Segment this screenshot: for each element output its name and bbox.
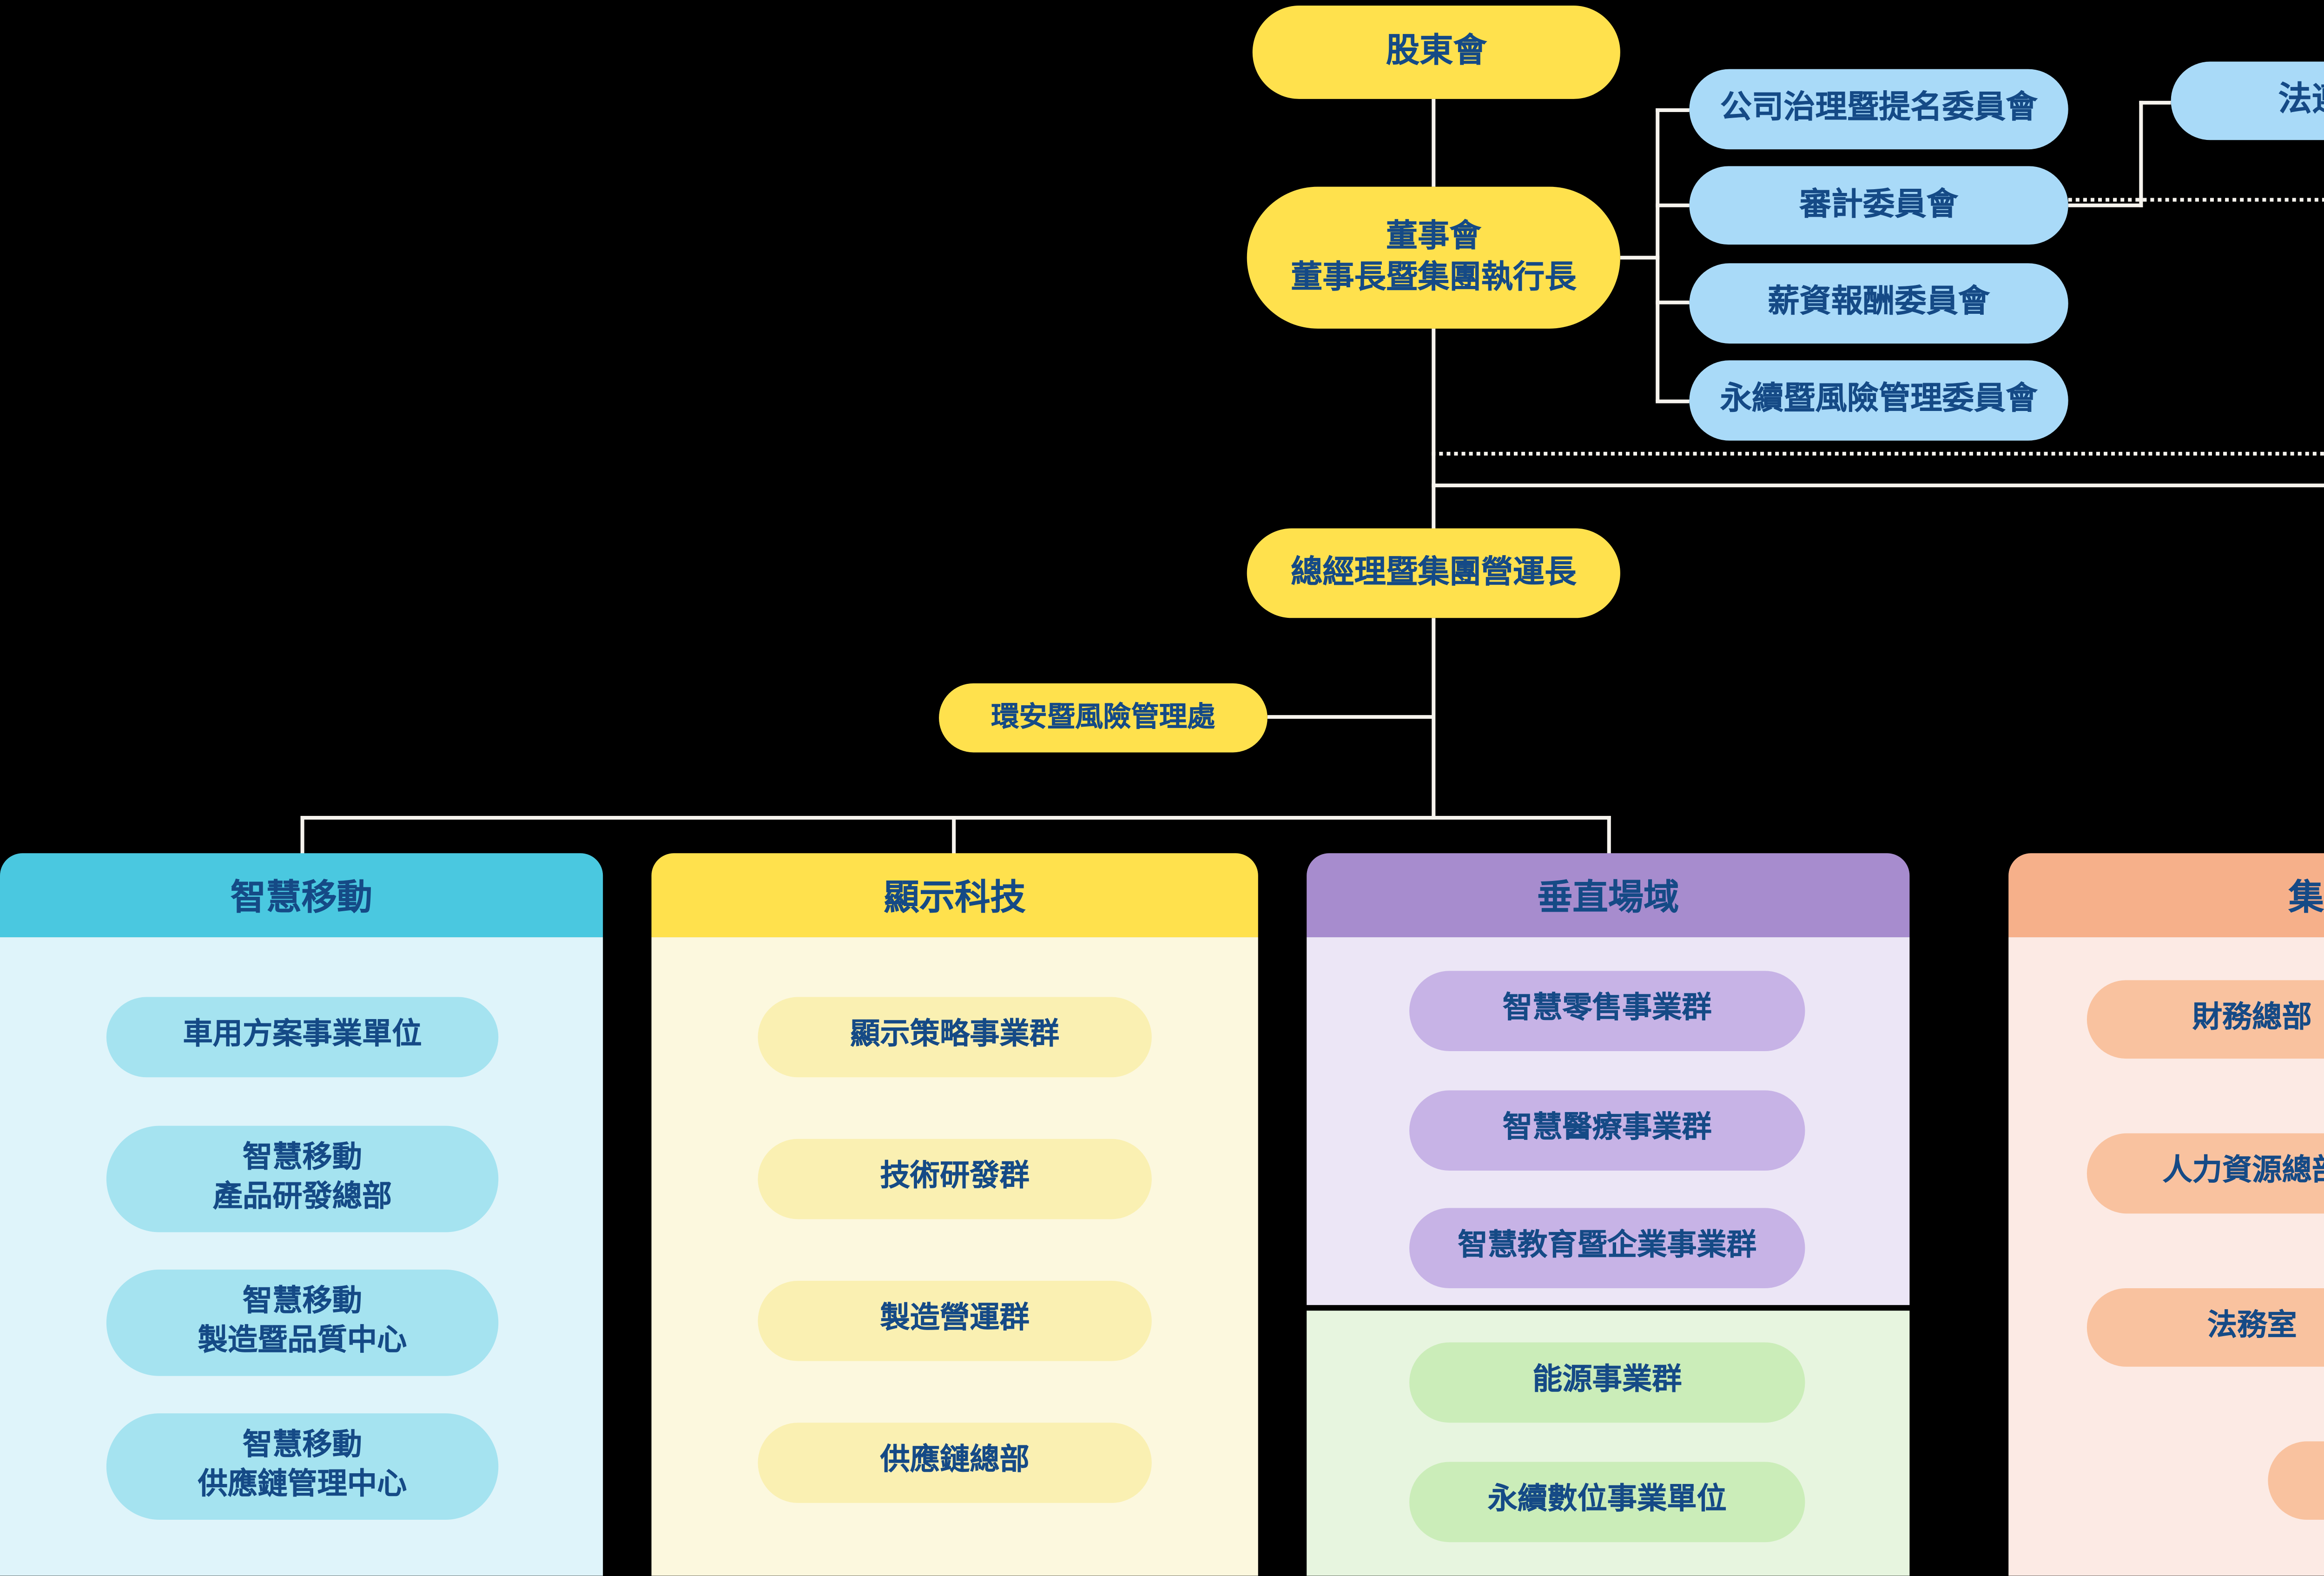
node-finance-hq: 財務總部 xyxy=(2086,980,2324,1059)
connector-board-coo xyxy=(1432,328,1436,529)
connector-audit-compliance-h xyxy=(2068,203,2143,207)
node-president-group-coo: 總經理暨集團營運長 xyxy=(1247,528,1620,618)
node-board-chairman-ceo: 董事會 董事長暨集團執行長 xyxy=(1247,186,1620,329)
connector-audit-compliance-v xyxy=(2139,100,2143,207)
node-smart-education-enterprise-bg: 智慧教育暨企業事業群 xyxy=(1409,1208,1805,1289)
node-sustainable-digital-bu: 永續數位事業單位 xyxy=(1409,1462,1805,1543)
connector-support-branch-h xyxy=(1432,483,2324,488)
connector-shareholders-board xyxy=(1432,99,1436,187)
node-automotive-solutions-bu: 車用方案事業單位 xyxy=(106,997,499,1078)
connector-drop-vertical xyxy=(1607,815,1611,855)
division-smart-mobility-header: 智慧移動 xyxy=(0,853,603,938)
connector-committee-3 xyxy=(1656,300,1690,305)
connector-committee-spine xyxy=(1656,108,1660,402)
dotted-audit-right xyxy=(2068,198,2324,202)
node-committee-governance-nomination: 公司治理暨提名委員會 xyxy=(1689,69,2068,150)
node-smart-medical-bg: 智慧醫療事業群 xyxy=(1409,1090,1805,1171)
node-mobility-supply-chain-center: 智慧移動 供應鏈管理中心 xyxy=(106,1413,499,1520)
connector-board-committees xyxy=(1620,256,1660,260)
node-legal-office: 法務室 xyxy=(2086,1288,2324,1367)
division-support-header: 集團營運支援單位 xyxy=(2008,853,2324,938)
node-smart-retail-bg: 智慧零售事業群 xyxy=(1409,971,1805,1052)
division-vertical-header: 垂直場域 xyxy=(1307,853,1910,938)
node-display-strategy-bg: 顯示策略事業群 xyxy=(758,997,1152,1078)
node-chief-compliance-counsel: 法遵總顧問 xyxy=(2171,61,2324,140)
connector-ehs xyxy=(1267,715,1434,719)
node-committee-sustainability-risk: 永續暨風險管理委員會 xyxy=(1689,360,2068,441)
node-mobility-mfg-quality-center: 智慧移動 製造暨品質中心 xyxy=(106,1269,499,1376)
connector-committee-1 xyxy=(1656,108,1690,112)
division-display-tech-header: 顯示科技 xyxy=(651,853,1258,938)
connector-division-spine xyxy=(300,815,1611,820)
node-committee-audit: 審計委員會 xyxy=(1689,166,2068,245)
node-mobility-product-rnd-hq: 智慧移動 產品研發總部 xyxy=(106,1126,499,1232)
connector-drop-mobility xyxy=(300,815,304,855)
connector-compliance-stub xyxy=(2139,100,2171,105)
node-shareholders: 股東會 xyxy=(1252,6,1620,99)
connector-drop-display xyxy=(952,815,956,855)
node-ehs-risk-management-office: 環安暨風險管理處 xyxy=(939,683,1268,753)
connector-committee-4 xyxy=(1656,399,1690,404)
dotted-compliance-board-h xyxy=(1432,451,2324,456)
connector-coo-divisions xyxy=(1432,618,1436,820)
node-committee-compensation: 薪資報酬委員會 xyxy=(1689,263,2068,344)
node-manufacturing-operations-group: 製造營運群 xyxy=(758,1280,1152,1361)
node-technology-rnd-group: 技術研發群 xyxy=(758,1139,1152,1219)
node-human-resources-hq: 人力資源總部 xyxy=(2086,1133,2324,1214)
connector-committee-2 xyxy=(1656,203,1690,207)
node-energy-bg: 能源事業群 xyxy=(1409,1342,1805,1423)
node-supply-chain-hq: 供應鏈總部 xyxy=(758,1423,1152,1503)
